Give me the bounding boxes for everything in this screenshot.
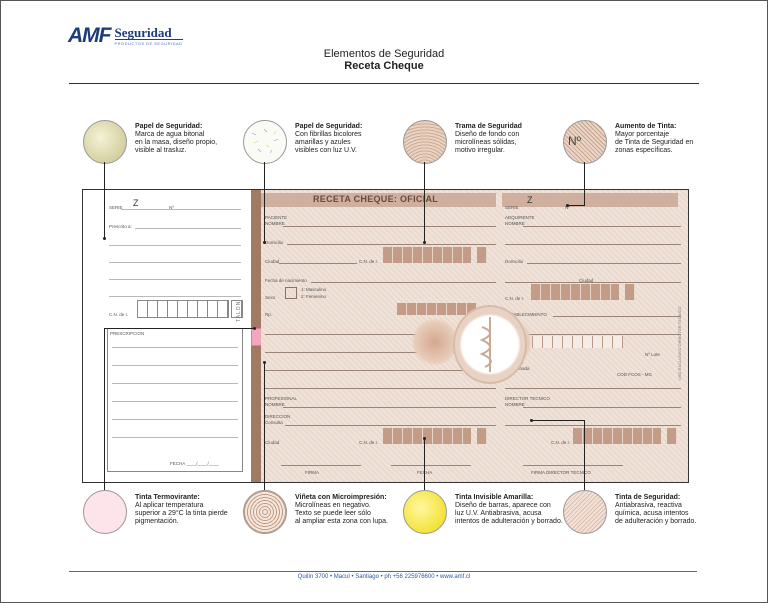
header-divider — [69, 83, 699, 84]
right-cn-label: C.N. de I. — [505, 296, 525, 301]
right-domicilio-label: Domicilio — [505, 259, 524, 264]
footer-divider — [69, 571, 697, 572]
paciente-nombre-label: NOMBRE — [265, 221, 285, 226]
profesional-nombre-label: NOMBRE — [265, 402, 285, 407]
right-cn2-label: C.N. de I. — [551, 440, 571, 445]
right-ciudad-label: Ciudad — [579, 278, 594, 283]
cn-boxes[interactable] — [383, 247, 471, 263]
profesional-label: PROFESIONAL — [265, 396, 298, 401]
connector-pattern — [424, 162, 425, 242]
cn2-boxes[interactable] — [383, 428, 471, 444]
firma-label: FIRMA — [305, 470, 319, 475]
cheque-title: RECETA CHEQUE: OFICIAL — [313, 194, 439, 204]
establecimiento-label: ESTABLECIMIENTO — [505, 312, 547, 317]
cn-label: C.N. de I. — [359, 259, 379, 264]
right-serie-letter: Z — [527, 195, 533, 205]
nlote-label: Nº Lote — [645, 352, 660, 357]
microprint-icon — [243, 490, 287, 534]
right-cn2-check-box[interactable] — [667, 428, 677, 444]
stub-serie-label: SERIE — [109, 205, 123, 210]
feature-invisible-ink: Tinta Invisible Amarilla:Diseño de barra… — [455, 494, 563, 525]
page-subtitle: Receta Cheque — [344, 60, 424, 72]
right-cn2-boxes[interactable] — [573, 428, 661, 444]
stub-cn-label: C.N. de I. — [109, 312, 129, 317]
femenino-label: 2: Femenino — [301, 294, 327, 299]
masculino-label: 1: Masculino — [301, 287, 327, 292]
footer-contact: Quilín 3700 • Macul • Santiago • ph +56 … — [297, 574, 471, 580]
stub-prescripcion-label: PRESCRIPCION — [110, 331, 145, 336]
left-header-band — [261, 193, 496, 207]
cn-check-box[interactable] — [477, 247, 487, 263]
connector-fibers — [264, 162, 265, 242]
logo-tagline: PRODUCTOS DE SEGURIDAD — [114, 41, 183, 46]
paciente-label: PACIENTE — [265, 215, 288, 220]
page-title: Elementos de Seguridad — [323, 48, 445, 60]
stub-cn-boxes[interactable] — [137, 300, 229, 318]
right-number-label: Nº — [565, 205, 570, 210]
rut-boxes[interactable] — [523, 336, 623, 348]
background-pattern-icon — [403, 120, 447, 164]
logo-seguridad-text: Seguridad — [114, 26, 183, 40]
domicilio-label: Domicilio — [265, 240, 284, 245]
sexo-label: Sexo — [265, 295, 276, 300]
right-serie-label: SERIE — [505, 205, 519, 210]
fecha-nac-label: Fecha de nacimiento — [265, 278, 307, 283]
left-guilloche-ornament — [411, 318, 459, 366]
talon-label: TALON — [236, 300, 242, 322]
security-ink-icon — [563, 490, 607, 534]
rp-label: Rp. — [265, 312, 273, 317]
feature-security-ink: Tinta de Seguridad:Antiabrasiva, reactiv… — [615, 494, 697, 525]
stub-fecha-label: FECHA ____/____/____ — [170, 461, 219, 466]
feature-watermark: Papel de Seguridad:Marca de agua bitonal… — [135, 123, 218, 154]
director-nombre-label: NOMBRE — [505, 402, 525, 407]
fibers-sample-icon — [243, 120, 287, 164]
connector-thermochromic — [104, 328, 105, 490]
thermochromic-ink-icon — [83, 490, 127, 534]
logo-amf-text: AMF — [68, 24, 111, 47]
stub-prescripcion-box: PRESCRIPCION FECHA ____/____/____ — [107, 328, 243, 472]
direccion-label: DIRECCION — [265, 414, 291, 419]
stub-cn-check[interactable] — [231, 300, 243, 318]
feature-microprint: Viñeta con Microimpresión:Microlíneas en… — [295, 494, 388, 525]
stub-number-label: Nº — [169, 205, 174, 210]
consulta-label: Consulta — [265, 420, 283, 425]
watermark-sample-icon — [83, 120, 127, 164]
connector-watermark — [104, 162, 105, 238]
stub-prescrito-label: Prescrito a: — [109, 224, 132, 229]
invisible-yellow-ink-icon — [403, 490, 447, 534]
director-label: DIRECTOR TECNICO — [505, 396, 550, 401]
ciudad2-label: Ciudad — [265, 440, 280, 445]
circle-number-glyph: Nº — [568, 134, 582, 148]
adquirente-label: ADQUIRENTE — [505, 215, 535, 220]
feature-fibers: Papel de Seguridad:Con fibrillas bicolor… — [295, 123, 363, 154]
connector-microprint — [264, 362, 265, 490]
sexo-box[interactable] — [285, 287, 297, 299]
right-cn-boxes[interactable] — [531, 284, 619, 300]
ink-increase-icon: Nº — [563, 120, 607, 164]
amf-logo: AMF Seguridad PRODUCTOS DE SEGURIDAD — [68, 24, 183, 47]
cheque-stub: SERIE Z Nº Prescrito a: C.N. de I. PRESC… — [83, 190, 251, 482]
cn2-label: C.N. de I. — [359, 440, 379, 445]
right-cn-check-box[interactable] — [625, 284, 635, 300]
connector-ink-increase — [584, 162, 585, 206]
rp-boxes[interactable] — [397, 303, 477, 315]
receta-cheque: SERIE Z Nº Prescrito a: C.N. de I. PRESC… — [82, 189, 689, 483]
adquirente-nombre-label: NOMBRE — [505, 221, 525, 226]
caduceus-seal — [453, 305, 527, 384]
stub-serie-letter: Z — [133, 198, 139, 208]
ciudad-label: Ciudad — [265, 259, 280, 264]
connector-security-ink — [584, 420, 585, 490]
firma-director-label: FIRMA DIRECTOR TECNICO — [531, 470, 591, 475]
connector-invisible-ink — [424, 438, 425, 490]
vertical-director-text: USO EXCLUSIVO DIRECTOR TECNICO — [677, 306, 682, 380]
cn2-check-box[interactable] — [477, 428, 487, 444]
right-header-band — [502, 193, 678, 207]
cod-label: COD FCOS - MG — [617, 372, 652, 377]
feature-thermochromic: Tinta Termovirante:Al aplicar temperatur… — [135, 494, 228, 525]
